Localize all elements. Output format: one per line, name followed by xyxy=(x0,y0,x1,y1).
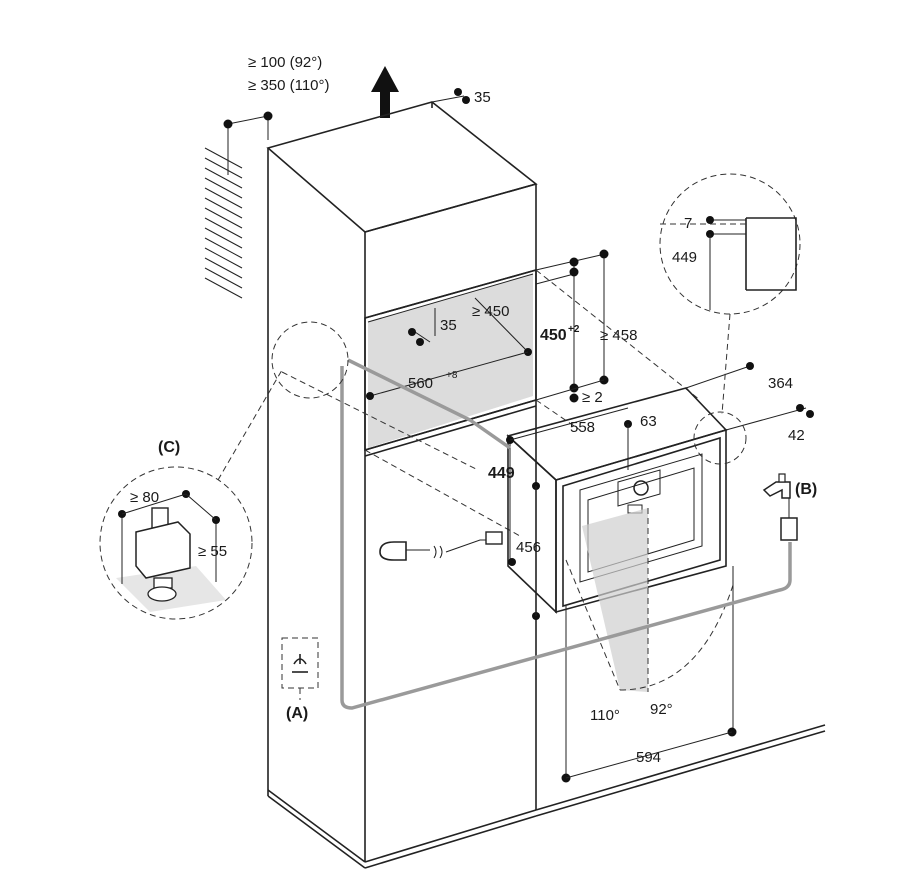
label-b: (B) xyxy=(795,481,817,498)
c-55-label: ≥ 55 xyxy=(198,543,227,560)
front-42-label: 42 xyxy=(788,427,805,444)
niche-width-label: 560 xyxy=(408,375,433,392)
detail-7-label: 7 xyxy=(684,215,692,232)
tall-cabinet xyxy=(266,101,826,869)
niche-depth-35-label: 35 xyxy=(440,317,457,334)
electrical-socket-icon xyxy=(281,637,319,700)
depth-364-label: 364 xyxy=(768,375,793,392)
detail-circle-c xyxy=(99,466,253,620)
top-63-label: 63 xyxy=(640,413,657,430)
up-arrow-icon xyxy=(371,66,399,118)
detail-449-label: 449 xyxy=(672,249,697,266)
niche-width-sup: +8 xyxy=(446,370,458,381)
niche-depth-450-label: ≥ 450 xyxy=(472,303,509,320)
height-449-label: 449 xyxy=(488,465,515,482)
door-swing-area xyxy=(582,508,648,692)
top-clearance-110-label: ≥ 350 (110°) xyxy=(248,77,330,94)
detail-circle-top xyxy=(659,173,801,315)
top-clearance-dimension xyxy=(223,111,273,175)
back-gap-dimension xyxy=(431,88,470,104)
front-width-label: 594 xyxy=(636,749,661,766)
water-hose xyxy=(340,366,792,710)
height-456-label: 456 xyxy=(516,539,541,556)
angle-110-label: 110° xyxy=(590,707,620,724)
appliance-dimensions xyxy=(506,362,814,783)
power-plug-icon xyxy=(379,531,503,561)
back-gap-label: 35 xyxy=(474,89,491,106)
ventilation-grille xyxy=(204,147,243,299)
c-80-label: ≥ 80 xyxy=(130,489,159,506)
niche-dimensions xyxy=(366,297,532,400)
coffee-machine xyxy=(506,387,728,614)
top-clearance-92-label: ≥ 100 (92°) xyxy=(248,54,322,71)
width-558-label: 558 xyxy=(570,419,595,436)
label-a: (A) xyxy=(286,705,308,722)
niche-height-label: 450 xyxy=(540,327,567,344)
niche-height-sup: +2 xyxy=(568,324,580,335)
angle-92-label: 92° xyxy=(650,701,673,718)
water-tap-icon xyxy=(762,473,798,541)
label-c: (C) xyxy=(158,439,180,456)
niche-height-dimensions xyxy=(535,249,609,403)
min-gap-label: ≥ 2 xyxy=(582,389,603,406)
drain-hose xyxy=(347,358,512,450)
